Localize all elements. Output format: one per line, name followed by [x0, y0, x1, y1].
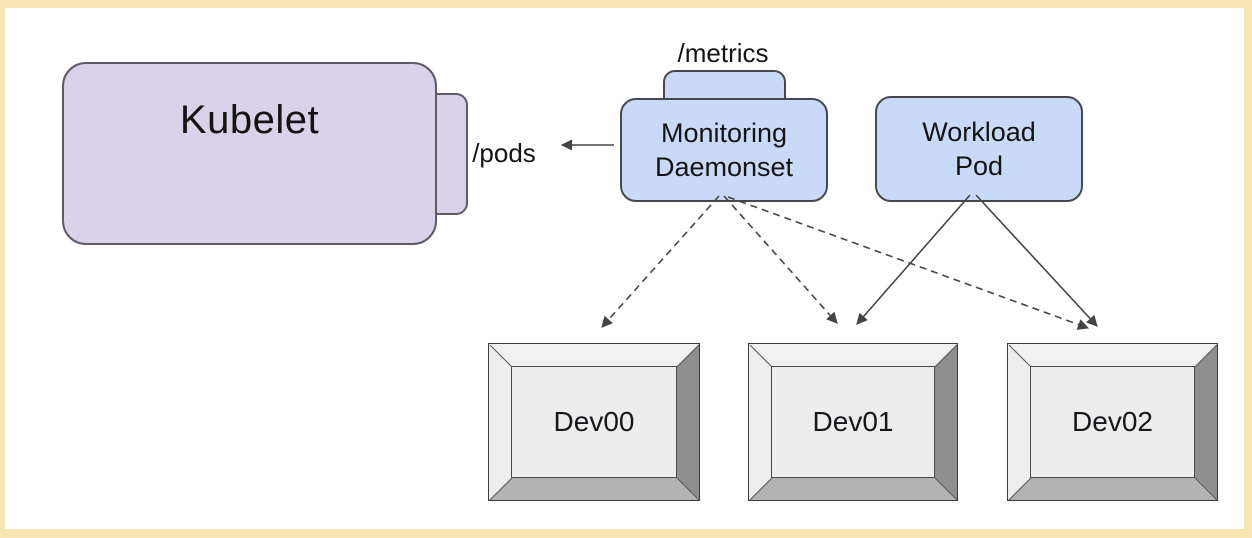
device-bevel: Dev02: [1008, 344, 1217, 500]
monitoring-daemonset-label: Monitoring Daemonset: [654, 118, 794, 182]
monitoring-daemonset-node: Monitoring Daemonset: [620, 98, 828, 202]
device-node-dev01: Dev01: [748, 343, 958, 501]
workload-pod-label: Workload Pod: [922, 117, 1036, 181]
device-label: Dev00: [553, 406, 635, 437]
metrics-endpoint-label: /metrics: [677, 38, 769, 68]
device-label: Dev02: [1072, 406, 1153, 437]
device-node-dev00: Dev00: [488, 343, 700, 501]
device-face: Dev01: [771, 366, 935, 478]
kubelet-node: Kubelet: [62, 62, 437, 245]
pods-endpoint-label: /pods: [472, 138, 536, 168]
device-node-dev02: Dev02: [1007, 343, 1218, 501]
device-face: Dev02: [1030, 366, 1195, 478]
device-bevel: Dev00: [489, 344, 699, 500]
kubelet-label: Kubelet: [179, 98, 320, 142]
workload-pod-node: Workload Pod: [875, 96, 1083, 202]
device-bevel: Dev01: [749, 344, 957, 500]
diagram-canvas: Kubelet /pods /metrics Monitoring Daemon…: [5, 8, 1244, 529]
device-label: Dev01: [812, 406, 894, 437]
device-face: Dev00: [511, 366, 677, 478]
